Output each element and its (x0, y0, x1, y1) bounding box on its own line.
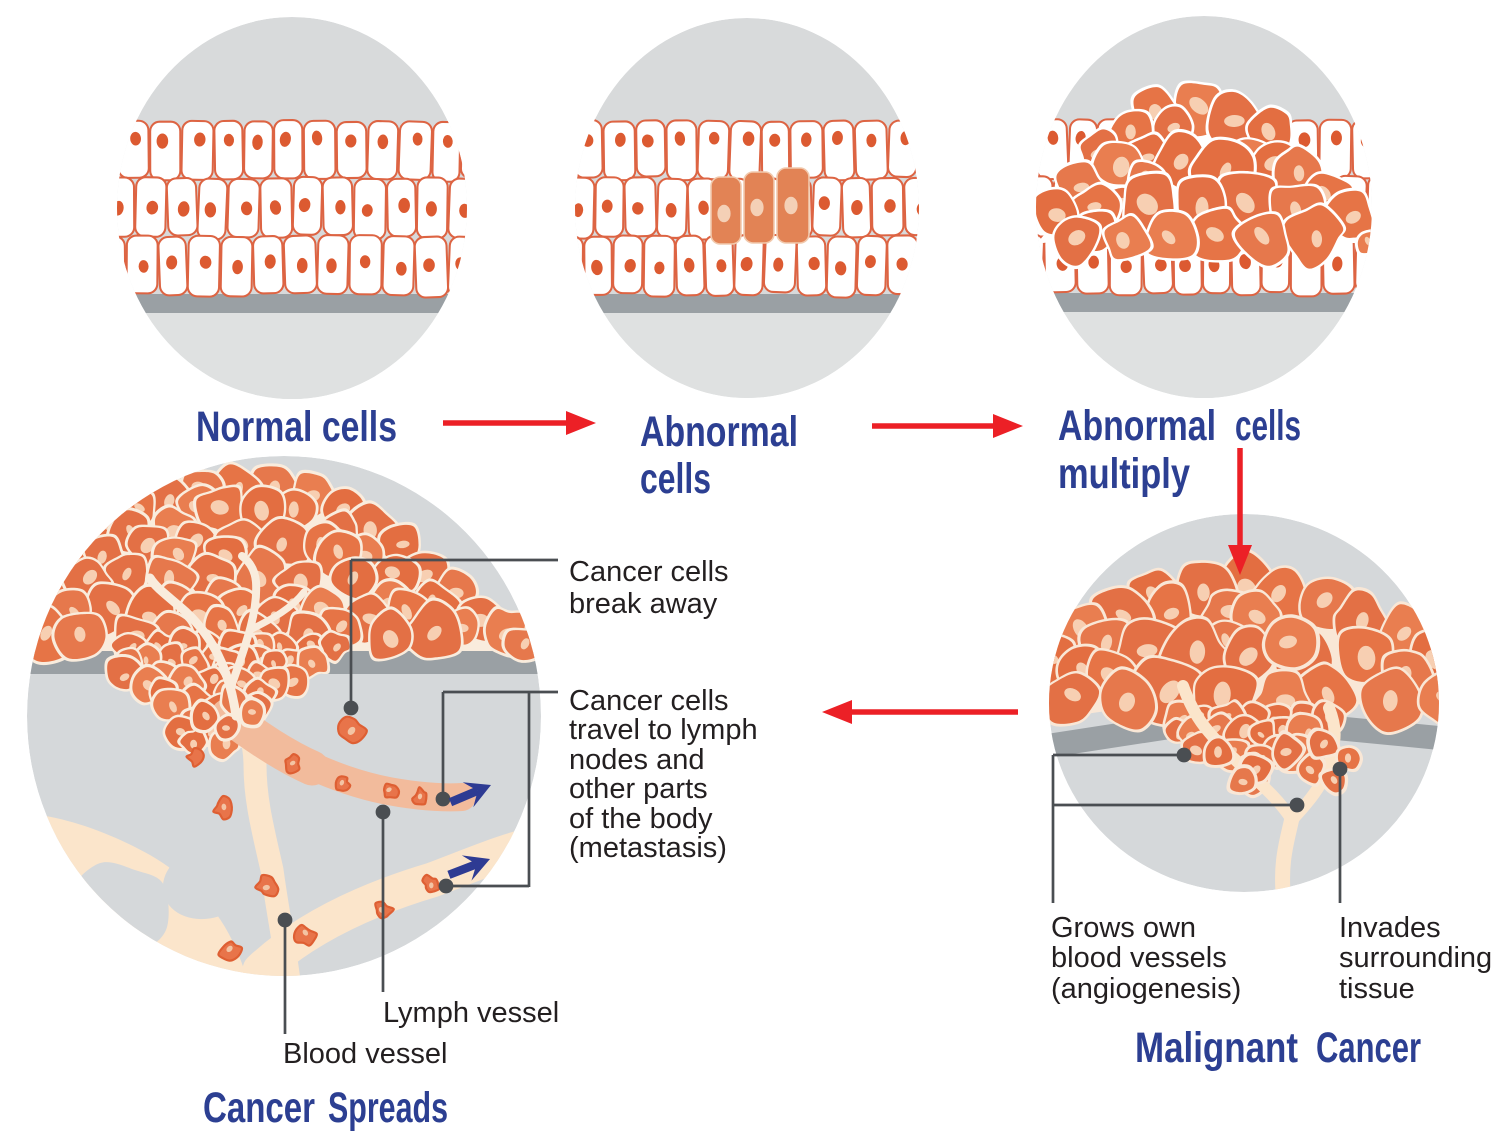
svg-text:tissue: tissue (1339, 973, 1415, 1005)
svg-text:Cancer: Cancer (203, 1084, 315, 1132)
svg-text:Abnormal: Abnormal (1058, 402, 1216, 450)
svg-text:multiply: multiply (1058, 450, 1190, 498)
svg-text:cells: cells (1235, 402, 1301, 450)
svg-text:Spreads: Spreads (328, 1084, 448, 1132)
svg-text:travel to lymph: travel to lymph (569, 714, 758, 746)
svg-text:Lymph vessel: Lymph vessel (383, 997, 559, 1029)
svg-text:of the body: of the body (569, 803, 713, 835)
svg-text:break away: break away (569, 588, 718, 620)
svg-text:Abnormal: Abnormal (640, 408, 798, 456)
svg-text:(angiogenesis): (angiogenesis) (1051, 973, 1241, 1005)
svg-text:Cancer cells: Cancer cells (569, 685, 729, 717)
svg-text:cells: cells (640, 455, 711, 503)
svg-text:Blood vessel: Blood vessel (283, 1038, 447, 1070)
svg-text:Grows own: Grows own (1051, 912, 1196, 944)
svg-text:Cancer: Cancer (1316, 1024, 1421, 1072)
svg-text:Cancer cells: Cancer cells (569, 556, 729, 588)
svg-text:other parts: other parts (569, 773, 708, 805)
svg-text:(metastasis): (metastasis) (569, 832, 727, 864)
svg-text:nodes and: nodes and (569, 744, 704, 776)
svg-text:blood vessels: blood vessels (1051, 942, 1227, 974)
svg-text:Invades: Invades (1339, 912, 1441, 944)
svg-text:Normal cells: Normal cells (196, 403, 397, 451)
svg-text:surrounding: surrounding (1339, 942, 1492, 974)
svg-text:Malignant: Malignant (1135, 1024, 1298, 1072)
